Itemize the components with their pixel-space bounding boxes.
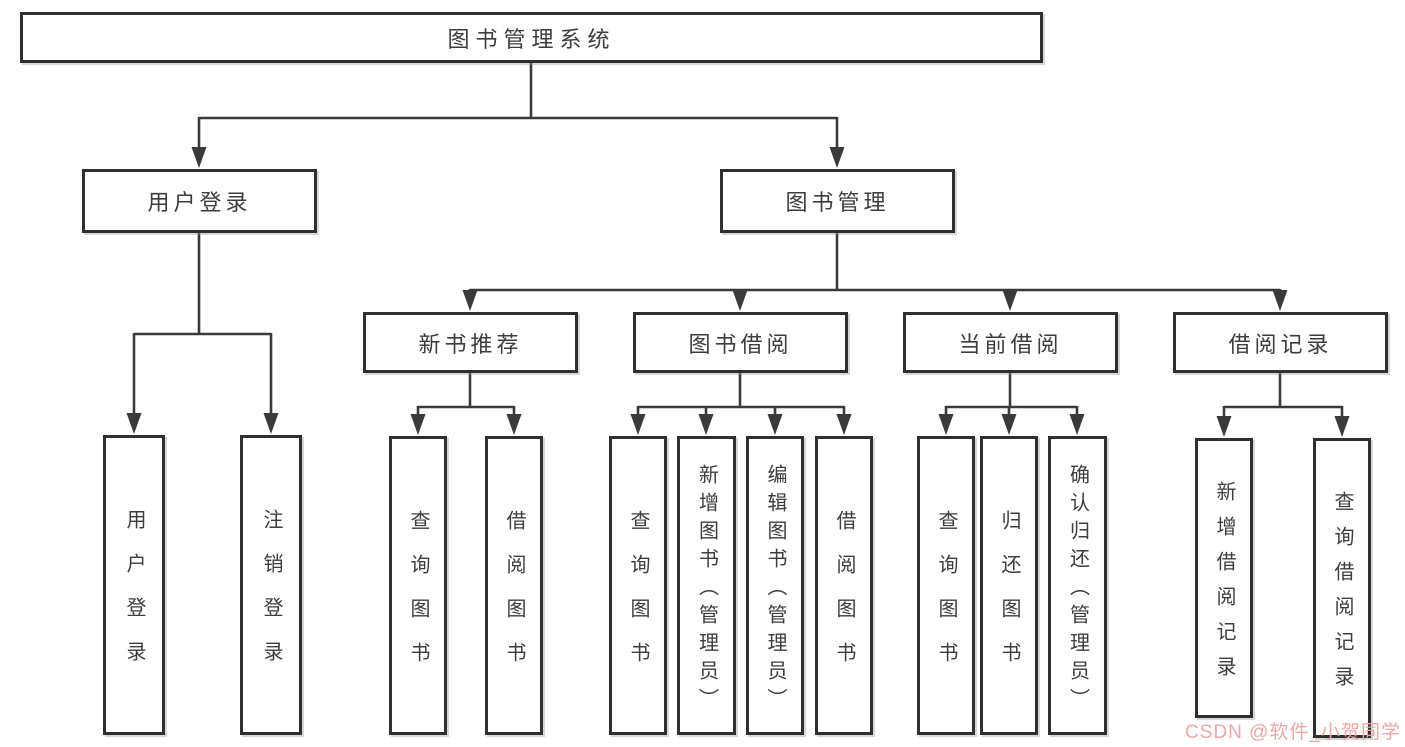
arrow-down-icon [1002, 290, 1018, 311]
node-label: 查询图书 [627, 509, 649, 686]
node-label: 归还图书 [998, 509, 1020, 686]
csdn-watermark: CSDN @软件_小贺同学 [1185, 722, 1401, 743]
leaf-query-book-1: 查询图书 [389, 436, 447, 735]
leaf-query-book-2: 查询图书 [609, 436, 667, 735]
node-current-borrow: 当前借阅 [903, 312, 1118, 373]
node-library-management-system: 图书管理系统 [20, 12, 1043, 63]
node-label: 用户登录 [147, 190, 252, 215]
leaf-edit-book-admin: 编辑图书（管理员） [746, 436, 804, 735]
arrow-down-icon [506, 414, 522, 435]
node-label: 查询借阅记录 [1331, 490, 1353, 701]
leaf-user-login: 用户登录 [103, 435, 165, 735]
connector-bookmgmt-to-level3 [468, 233, 1282, 297]
node-user-login: 用户登录 [82, 169, 317, 233]
arrow-down-icon [1001, 414, 1017, 435]
leaf-borrow-book-1: 借阅图书 [485, 436, 543, 735]
arrow-down-icon [630, 414, 646, 435]
node-label: 确认归还（管理员） [1066, 463, 1089, 716]
leaf-logout: 注销登录 [240, 435, 302, 735]
arrow-down-icon [829, 147, 845, 168]
arrow-down-icon [1334, 416, 1350, 437]
connector-userlogin-to-leaves [132, 233, 273, 419]
node-label: 新增借阅记录 [1213, 480, 1235, 691]
connector-bookborrow-to-leaves [636, 373, 846, 420]
node-label: 新增图书（管理员） [695, 463, 718, 716]
node-book-borrow: 图书借阅 [633, 312, 848, 373]
arrow-down-icon [1216, 416, 1232, 437]
connector-borrowrecord-to-leaves [1222, 373, 1344, 422]
node-label: 查询图书 [407, 509, 429, 686]
connector-root-to-level2 [197, 63, 839, 153]
leaf-add-borrow-record: 新增借阅记录 [1195, 438, 1253, 718]
leaf-return-book: 归还图书 [980, 436, 1038, 735]
arrow-down-icon [1272, 290, 1288, 311]
node-label: 当前借阅 [958, 331, 1063, 357]
connector-newbookrec-to-leaves [416, 373, 516, 420]
node-label: 借阅图书 [503, 509, 525, 686]
node-label: 图书借阅 [688, 331, 793, 357]
arrow-down-icon [462, 290, 478, 311]
arrow-down-icon [732, 290, 748, 311]
arrow-down-icon [836, 414, 852, 435]
leaf-borrow-book-2: 借阅图书 [815, 436, 873, 735]
arrow-down-icon [767, 414, 783, 435]
node-label: 注销登录 [260, 509, 282, 685]
node-label: 借阅图书 [833, 509, 855, 686]
arrow-down-icon [938, 414, 954, 435]
node-label: 查询图书 [935, 509, 957, 686]
node-label: 借阅记录 [1228, 331, 1333, 357]
node-borrow-record: 借阅记录 [1173, 312, 1388, 373]
node-label: 图书管理系统 [447, 26, 616, 52]
leaf-query-borrow-record: 查询借阅记录 [1313, 438, 1371, 738]
arrowhead-icons [126, 147, 1350, 437]
leaf-query-book-3: 查询图书 [917, 436, 975, 735]
arrow-down-icon [1069, 414, 1085, 435]
node-label: 新书推荐 [418, 331, 523, 357]
node-new-book-recommend: 新书推荐 [363, 312, 578, 373]
node-label: 编辑图书（管理员） [764, 463, 786, 716]
node-label: 图书管理 [785, 190, 890, 215]
leaf-confirm-return-admin: 确认归还（管理员） [1048, 436, 1107, 735]
arrow-down-icon [410, 414, 426, 435]
arrow-down-icon [126, 413, 142, 434]
connector-currentborrow-to-leaves [944, 373, 1079, 420]
leaf-add-book-admin: 新增图书（管理员） [677, 436, 736, 735]
node-book-management: 图书管理 [720, 169, 955, 233]
node-label: 用户登录 [123, 509, 145, 685]
arrow-down-icon [191, 147, 207, 168]
arrow-down-icon [263, 413, 279, 434]
arrow-down-icon [698, 414, 714, 435]
